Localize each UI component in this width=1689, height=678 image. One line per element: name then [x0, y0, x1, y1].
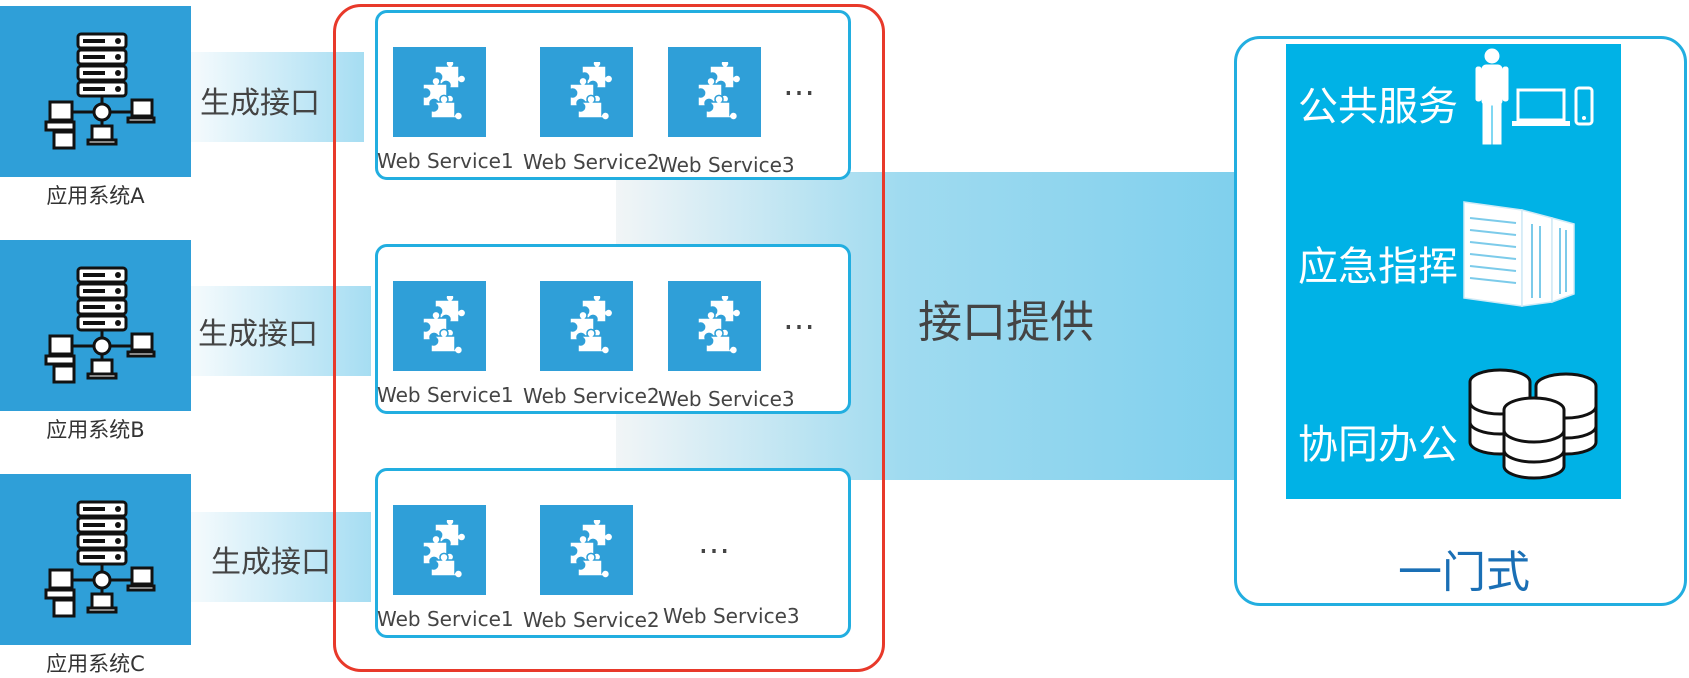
more-services-ellipsis: … [783, 65, 817, 103]
network-server-icon [36, 498, 156, 618]
puzzle-icon [556, 520, 616, 580]
generate-interface-label-a: 生成接口 [200, 86, 320, 121]
portal-item-collaborative-office: 协同办公 [1298, 422, 1458, 468]
network-server-icon [36, 264, 156, 384]
web-service-label: Web Service3 [658, 387, 795, 411]
web-service-tile [393, 47, 486, 137]
web-service-label: Web Service1 [377, 149, 514, 173]
web-service-tile [668, 47, 761, 137]
puzzle-icon [684, 296, 744, 356]
web-service-tile [393, 281, 486, 371]
generate-interface-label-c: 生成接口 [211, 545, 331, 580]
web-service-tile [540, 47, 633, 137]
system-b-tile [0, 240, 191, 411]
service-group-c: … Web Service1 Web Service2 Web Service3 [375, 468, 851, 638]
web-service-label: Web Service1 [377, 383, 514, 407]
generate-interface-label-b: 生成接口 [198, 317, 318, 352]
service-group-b: … Web Service1 Web Service2 Web Service3 [375, 244, 851, 414]
system-c-tile [0, 474, 191, 645]
puzzle-icon [409, 296, 469, 356]
system-a-label: 应用系统A [46, 184, 145, 208]
interface-provide-label: 接口提供 [918, 297, 1094, 348]
puzzle-icon [409, 62, 469, 122]
web-service-tile [540, 281, 633, 371]
server-rack-icon [1463, 201, 1575, 307]
system-a-tile [0, 6, 191, 177]
web-service-label: Web Service2 [523, 384, 660, 408]
web-services-frame [333, 4, 885, 672]
web-service-label: Web Service1 [377, 607, 514, 631]
web-service-tile [668, 281, 761, 371]
puzzle-icon [684, 62, 744, 122]
web-service-label: Web Service2 [523, 608, 660, 632]
portal-item-public-service: 公共服务 [1298, 84, 1458, 130]
web-service-label: Web Service2 [523, 150, 660, 174]
generate-interface-arrow-c [191, 512, 371, 602]
one-stop-label: 一门式 [1398, 547, 1530, 598]
network-server-icon [36, 30, 156, 150]
service-group-a: … Web Service1 Web Service2 Web Service3 [375, 10, 851, 180]
web-service-tile [393, 505, 486, 595]
system-c-label: 应用系统C [46, 652, 145, 676]
puzzle-icon [556, 296, 616, 356]
more-services-ellipsis: … [783, 299, 817, 337]
more-services-ellipsis: … [698, 523, 732, 561]
web-service-tile [540, 505, 633, 595]
person-devices-icon [1475, 48, 1594, 145]
puzzle-icon [556, 62, 616, 122]
portal-item-emergency-command: 应急指挥 [1298, 244, 1458, 290]
database-icon [1468, 368, 1598, 480]
web-service-label: Web Service3 [663, 604, 800, 628]
system-b-label: 应用系统B [46, 418, 145, 442]
puzzle-icon [409, 520, 469, 580]
generate-interface-arrow-b [191, 286, 371, 376]
web-service-label: Web Service3 [658, 153, 795, 177]
